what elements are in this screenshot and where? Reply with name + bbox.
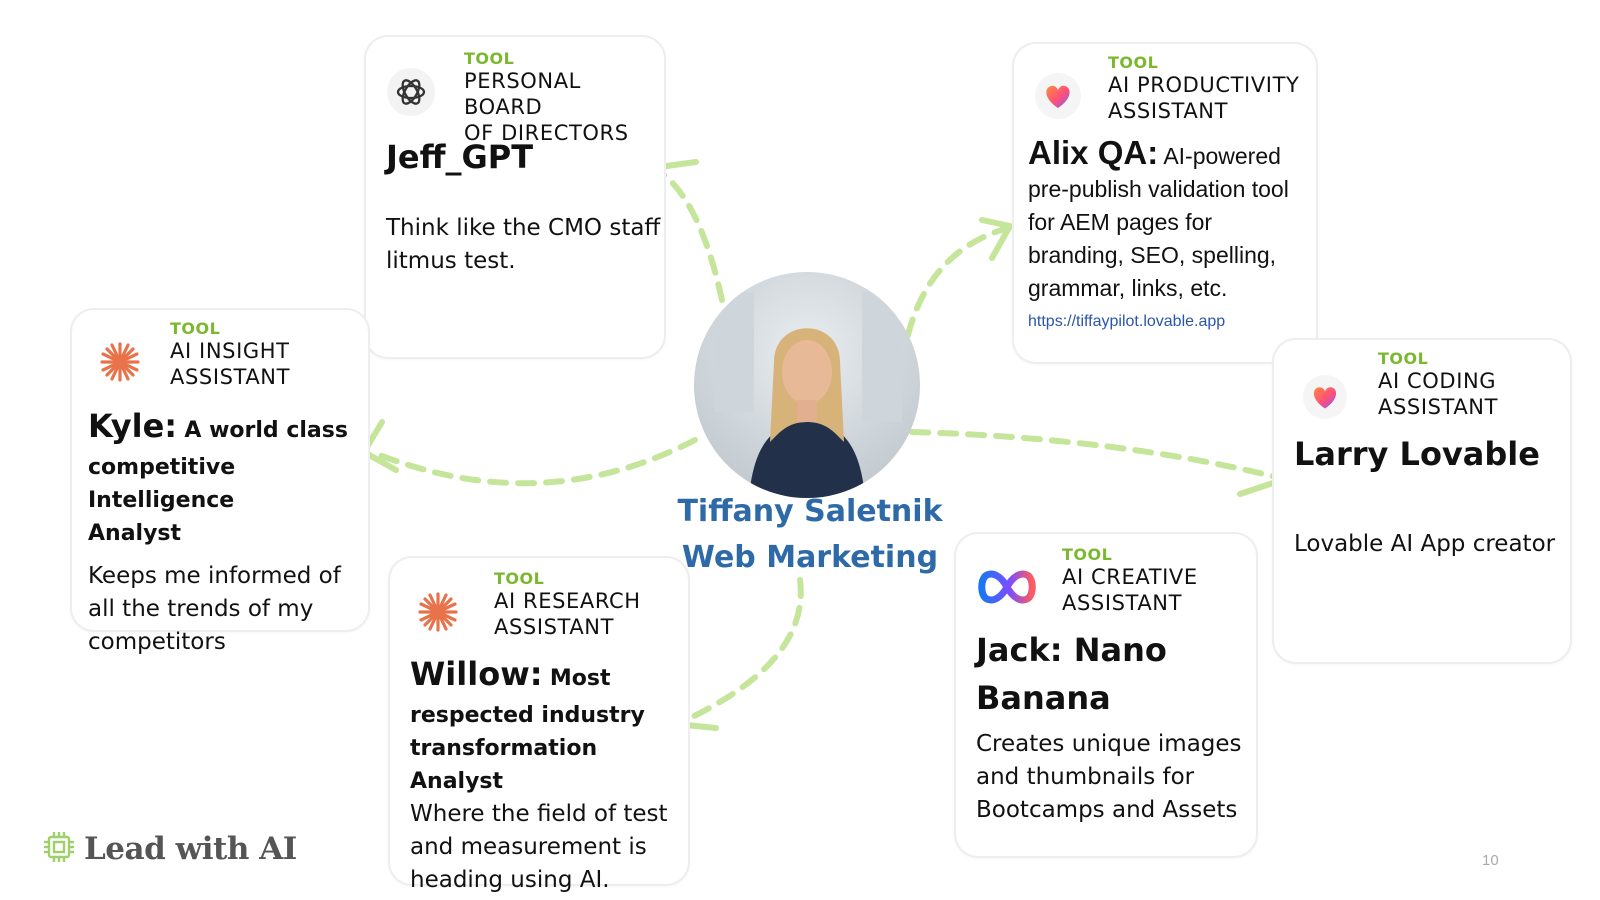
openai-icon (386, 67, 436, 121)
desc-line: branding, SEO, spelling, (1028, 242, 1277, 268)
card-description: Lovable AI App creator (1294, 531, 1556, 557)
lead-line: transformation Analyst (410, 736, 598, 794)
card-title: Willow: (410, 655, 543, 693)
arrow-to-kyle (369, 437, 698, 487)
desc-line: for AEM pages for (1028, 209, 1213, 235)
card-kicker: TOOL (464, 49, 515, 68)
desc-line: Keeps me informed of (88, 563, 341, 589)
arrow-to-alix (905, 225, 1011, 338)
card-kicker: TOOL (1108, 53, 1159, 72)
card-willow: TOOL AI RESEARCH ASSISTANT Willow: Most … (388, 556, 690, 893)
app-link[interactable]: https://tiffaypilot.lovable.app (1028, 313, 1226, 330)
lovable-heart-icon (1034, 72, 1082, 124)
card-alix-qa: TOOL AI PRODUCTIVITY ASSISTANT Alix QA: … (1012, 42, 1318, 364)
card-category: AI PRODUCTIVITY (1108, 73, 1300, 97)
desc-line: all the trends of my (88, 596, 314, 622)
desc-line: Creates unique images (976, 731, 1242, 757)
arrow-to-larry (909, 429, 1283, 481)
card-category: AI CREATIVE (1062, 565, 1198, 589)
claude-sunburst-icon (98, 340, 142, 388)
card-lead: A world class (184, 418, 348, 443)
card-category: ASSISTANT (1108, 99, 1229, 123)
card-category: AI RESEARCH (494, 589, 641, 613)
card-category: PERSONAL BOARD (464, 69, 581, 119)
desc-line: grammar, links, etc. (1028, 275, 1228, 301)
card-description: Creates unique images and thumbnails for… (976, 728, 1242, 827)
desc-line: and measurement is (410, 834, 647, 860)
card-kicker: TOOL (170, 319, 221, 338)
card-category: OF DIRECTORS (464, 121, 629, 145)
person-role: Web Marketing (681, 540, 939, 575)
card-category: ASSISTANT (494, 615, 615, 639)
brand-logo: Lead with AI (42, 830, 297, 868)
card-description: Willow: Most respected industry transfor… (410, 654, 688, 897)
lead-line: respected industry (410, 703, 645, 728)
arrow-to-willow (687, 577, 804, 721)
card-category: ASSISTANT (170, 365, 291, 389)
title-line: Jack: Nano (976, 631, 1167, 669)
card-jack: TOOL AI CREATIVE ASSISTANT Jack: Nano Ba… (954, 532, 1258, 858)
lead-line: Analyst (88, 521, 182, 546)
card-title: Larry Lovable (1294, 435, 1540, 473)
arrow-to-jeff (657, 169, 725, 303)
claude-sunburst-icon (416, 590, 460, 638)
logo-text: Lead with AI (84, 831, 297, 867)
desc-line: heading using AI. (410, 867, 610, 893)
page-number: 10 (1482, 852, 1499, 869)
desc-line: competitors (88, 629, 226, 655)
card-kicker: TOOL (1062, 545, 1113, 564)
card-kicker: TOOL (1378, 349, 1429, 368)
card-category: AI INSIGHT (170, 339, 290, 363)
card-kicker: TOOL (494, 569, 545, 588)
card-category: ASSISTANT (1378, 395, 1499, 419)
card-description: Think like the CMO staff litmus test. (386, 212, 660, 278)
card-description: Kyle: A world class competitive Intellig… (88, 406, 368, 659)
desc-line: and thumbnails for (976, 764, 1195, 790)
desc-line: Bootcamps and Assets (976, 797, 1238, 823)
lead-line: competitive Intelligence (88, 455, 236, 513)
meta-infinity-icon (974, 564, 1040, 614)
person-name: Tiffany Saletnik (677, 494, 943, 529)
card-lead: AI-powered (1163, 143, 1281, 169)
chip-icon (42, 830, 76, 868)
desc-line: pre-publish validation tool (1028, 176, 1289, 202)
card-title: Alix QA: (1028, 134, 1159, 171)
desc-line: Think like the CMO staff (386, 215, 661, 241)
card-title: Kyle: (88, 407, 178, 445)
card-lead: Most (549, 666, 611, 691)
card-larry-lovable: TOOL AI CODING ASSISTANT Larry Lovable L… (1272, 338, 1572, 664)
card-kyle: TOOL AI INSIGHT ASSISTANT Kyle: A world … (70, 308, 370, 655)
card-title: Jeff_GPT (386, 138, 534, 176)
desc-line: litmus test. (386, 248, 516, 274)
lovable-heart-icon (1302, 374, 1348, 424)
card-category: ASSISTANT (1062, 591, 1183, 615)
title-line: Banana (976, 679, 1111, 717)
arrowhead-alix (979, 217, 1013, 261)
card-description: Alix QA: AI-powered pre-publish validati… (1028, 136, 1289, 338)
card-title: Jack: Nano Banana (976, 626, 1167, 722)
desc-line: Where the field of test (410, 801, 668, 827)
portrait-photo (694, 272, 920, 498)
card-category: AI CODING (1378, 369, 1497, 393)
card-jeff-gpt: TOOL PERSONAL BOARD OF DIRECTORS Jeff_GP… (364, 35, 666, 359)
